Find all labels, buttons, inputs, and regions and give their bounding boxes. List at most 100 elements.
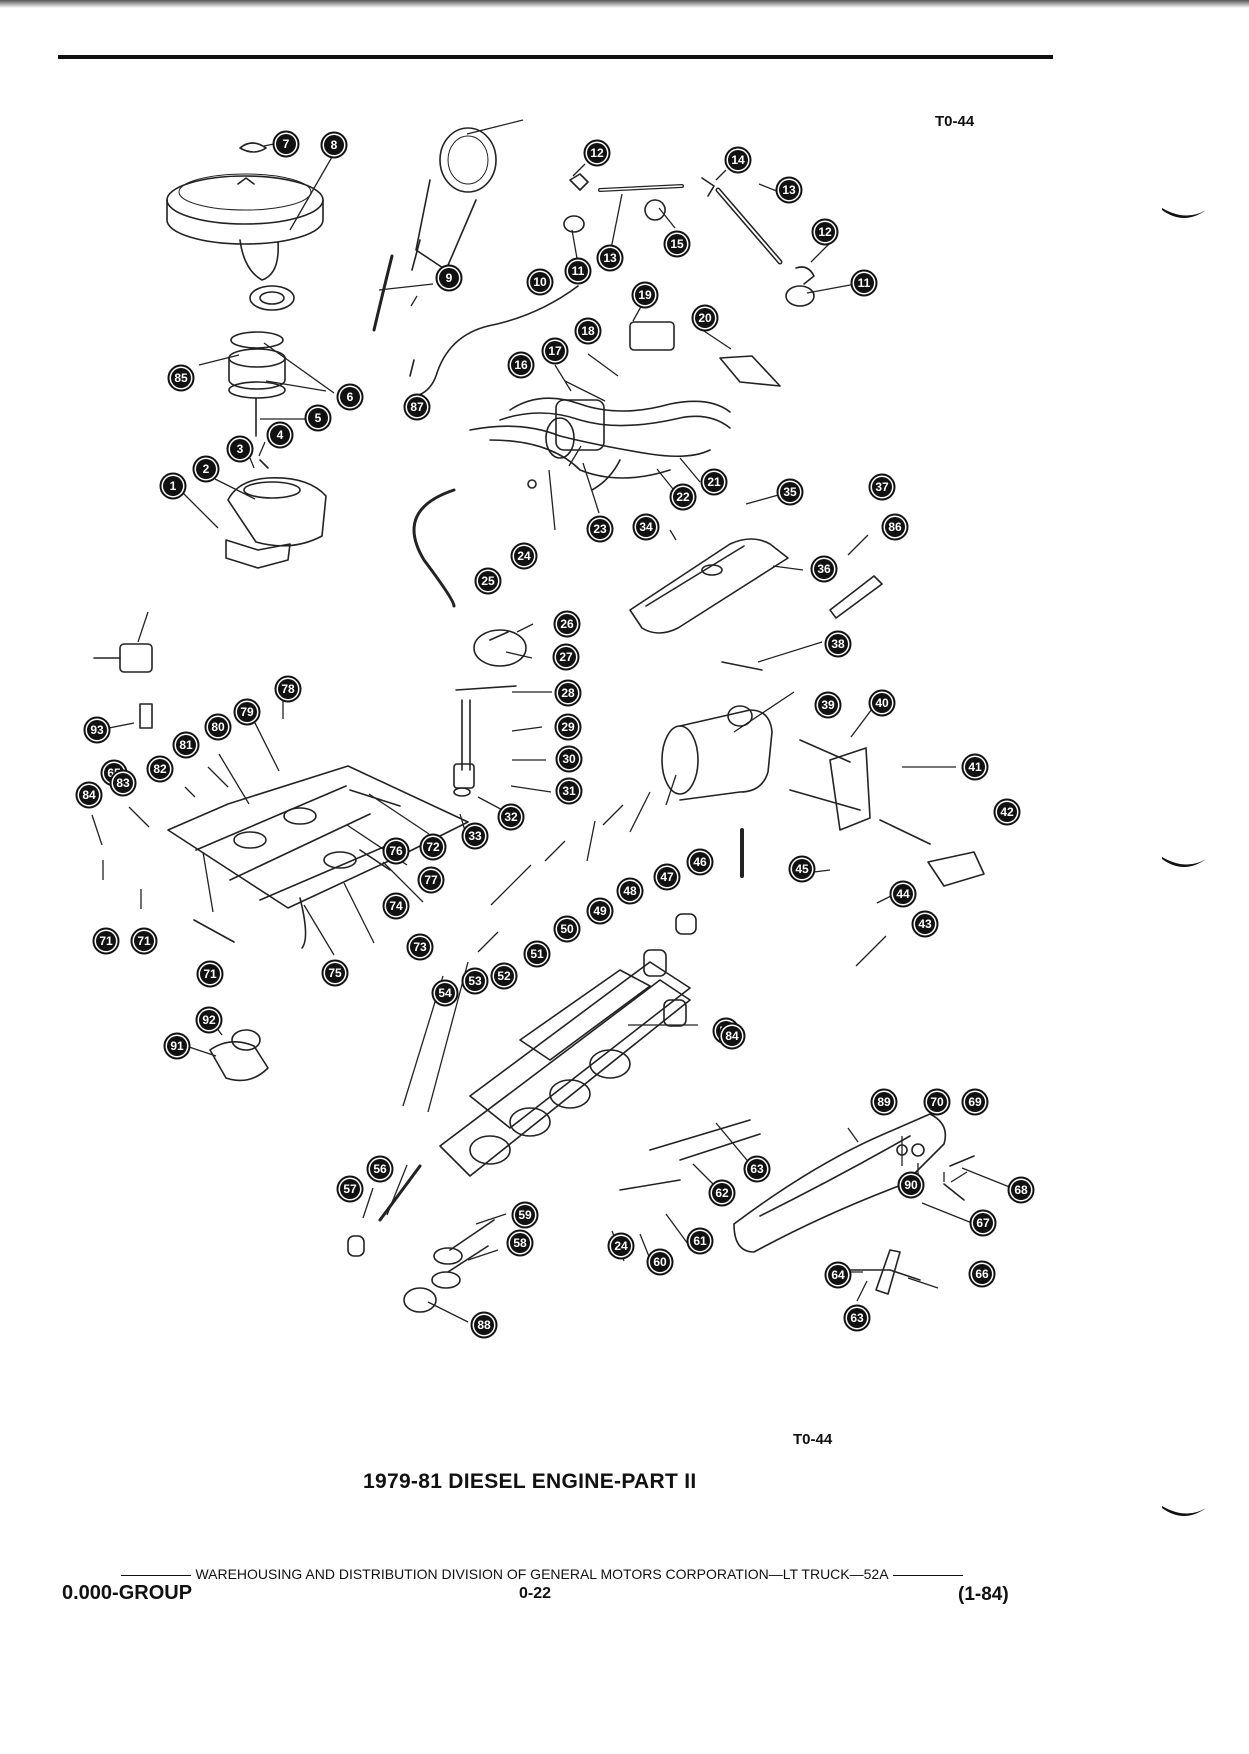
part-callout-70: 70 (923, 1088, 951, 1116)
callout-number: 73 (413, 940, 427, 954)
callout-fill (915, 914, 935, 934)
callout-number: 12 (590, 146, 604, 160)
callout-number: 78 (281, 682, 295, 696)
callout-fill (650, 1252, 670, 1272)
callout-number: 35 (783, 485, 797, 499)
callout-number: 7 (283, 137, 290, 151)
callout-fill (410, 937, 430, 957)
part-callout-77: 77 (417, 866, 445, 894)
callout-number: 85 (174, 371, 188, 385)
callout-fill (997, 802, 1017, 822)
callout-fill (872, 477, 892, 497)
callout-fill (199, 1010, 219, 1030)
callout-fill (815, 222, 835, 242)
part-callout-71: 71 (130, 927, 158, 955)
callout-fill (636, 517, 656, 537)
part-callout-71: 71 (92, 927, 120, 955)
callout-fill (927, 1092, 947, 1112)
callout-fill (722, 1026, 742, 1046)
callout-number: 25 (481, 574, 495, 588)
part-callout-47: 47 (653, 863, 681, 891)
callout-fill (510, 1233, 530, 1253)
callout-fill (113, 773, 133, 793)
part-callout-15: 15 (663, 230, 691, 258)
part-callout-26: 26 (553, 610, 581, 638)
callout-number: 23 (593, 522, 607, 536)
callout-number: 59 (518, 1208, 532, 1222)
callout-fill (134, 931, 154, 951)
punch-hole-mark (1162, 857, 1206, 867)
part-callout-86: 86 (881, 513, 909, 541)
callout-number: 41 (968, 760, 982, 774)
callout-number: 42 (1000, 805, 1014, 819)
part-callout-1: 1 (159, 472, 187, 500)
part-callout-34: 34 (632, 513, 660, 541)
callout-fill (530, 272, 550, 292)
part-callout-6: 6 (336, 383, 364, 411)
part-callout-8: 8 (320, 131, 348, 159)
callout-number: 33 (468, 829, 482, 843)
diagram-code-bottom: T0-44 (793, 1431, 833, 1448)
callout-number: 71 (203, 967, 217, 981)
callout-number: 77 (424, 873, 438, 887)
callout-fill (568, 261, 588, 281)
part-callout-71: 71 (196, 960, 224, 988)
callout-number: 61 (693, 1234, 707, 1248)
callout-fill (340, 1179, 360, 1199)
callout-number: 12 (818, 225, 832, 239)
callout-fill (96, 931, 116, 951)
callout-fill (874, 1092, 894, 1112)
callout-fill (278, 679, 298, 699)
exhaust-manifold-drawing (733, 1113, 947, 1253)
callout-number: 19 (638, 288, 652, 302)
callout-fill (872, 693, 892, 713)
part-callout-29: 29 (554, 713, 582, 741)
callout-fill (87, 720, 107, 740)
part-callout-63: 63 (843, 1304, 871, 1332)
callout-number: 69 (968, 1095, 982, 1109)
part-callout-5: 5 (304, 404, 332, 432)
callout-number: 4 (277, 428, 284, 442)
callout-fill (308, 408, 328, 428)
part-callout-61: 61 (686, 1227, 714, 1255)
callout-fill (747, 1159, 767, 1179)
scan-top-edge (0, 0, 1249, 8)
callout-number: 15 (670, 237, 684, 251)
part-callout-19: 19 (631, 281, 659, 309)
cylinder-head-drawing (439, 961, 691, 1177)
callout-number: 52 (497, 969, 511, 983)
callout-number: 3 (237, 442, 244, 456)
part-callout-11: 11 (564, 257, 592, 285)
callout-number: 81 (179, 738, 193, 752)
part-callout-92: 92 (195, 1006, 223, 1034)
part-callout-33: 33 (461, 822, 489, 850)
callout-fill (818, 695, 838, 715)
part-callout-81: 81 (172, 731, 200, 759)
part-callout-83: 83 (109, 769, 137, 797)
callout-number: 21 (707, 475, 721, 489)
callout-fill (370, 1159, 390, 1179)
callout-number: 14 (731, 153, 745, 167)
injection-pump-drawing (469, 397, 731, 491)
callout-number: 39 (821, 698, 835, 712)
callout-fill (620, 881, 640, 901)
part-callout-73: 73 (406, 933, 434, 961)
callout-fill (635, 285, 655, 305)
part-callout-91: 91 (163, 1032, 191, 1060)
callout-number: 8 (331, 138, 338, 152)
callout-number: 87 (410, 400, 424, 414)
callout-number: 38 (831, 637, 845, 651)
callout-fill (792, 859, 812, 879)
callout-number: 51 (530, 947, 544, 961)
callout-fill (847, 1308, 867, 1328)
callout-fill (557, 614, 577, 634)
callout-number: 5 (315, 411, 322, 425)
part-callout-53: 53 (461, 967, 489, 995)
callout-number: 84 (725, 1029, 739, 1043)
part-callout-78: 78 (274, 675, 302, 703)
callout-fill (704, 472, 724, 492)
callout-fill (814, 559, 834, 579)
callout-fill (79, 785, 99, 805)
callout-number: 48 (623, 884, 637, 898)
callout-fill (1011, 1180, 1031, 1200)
